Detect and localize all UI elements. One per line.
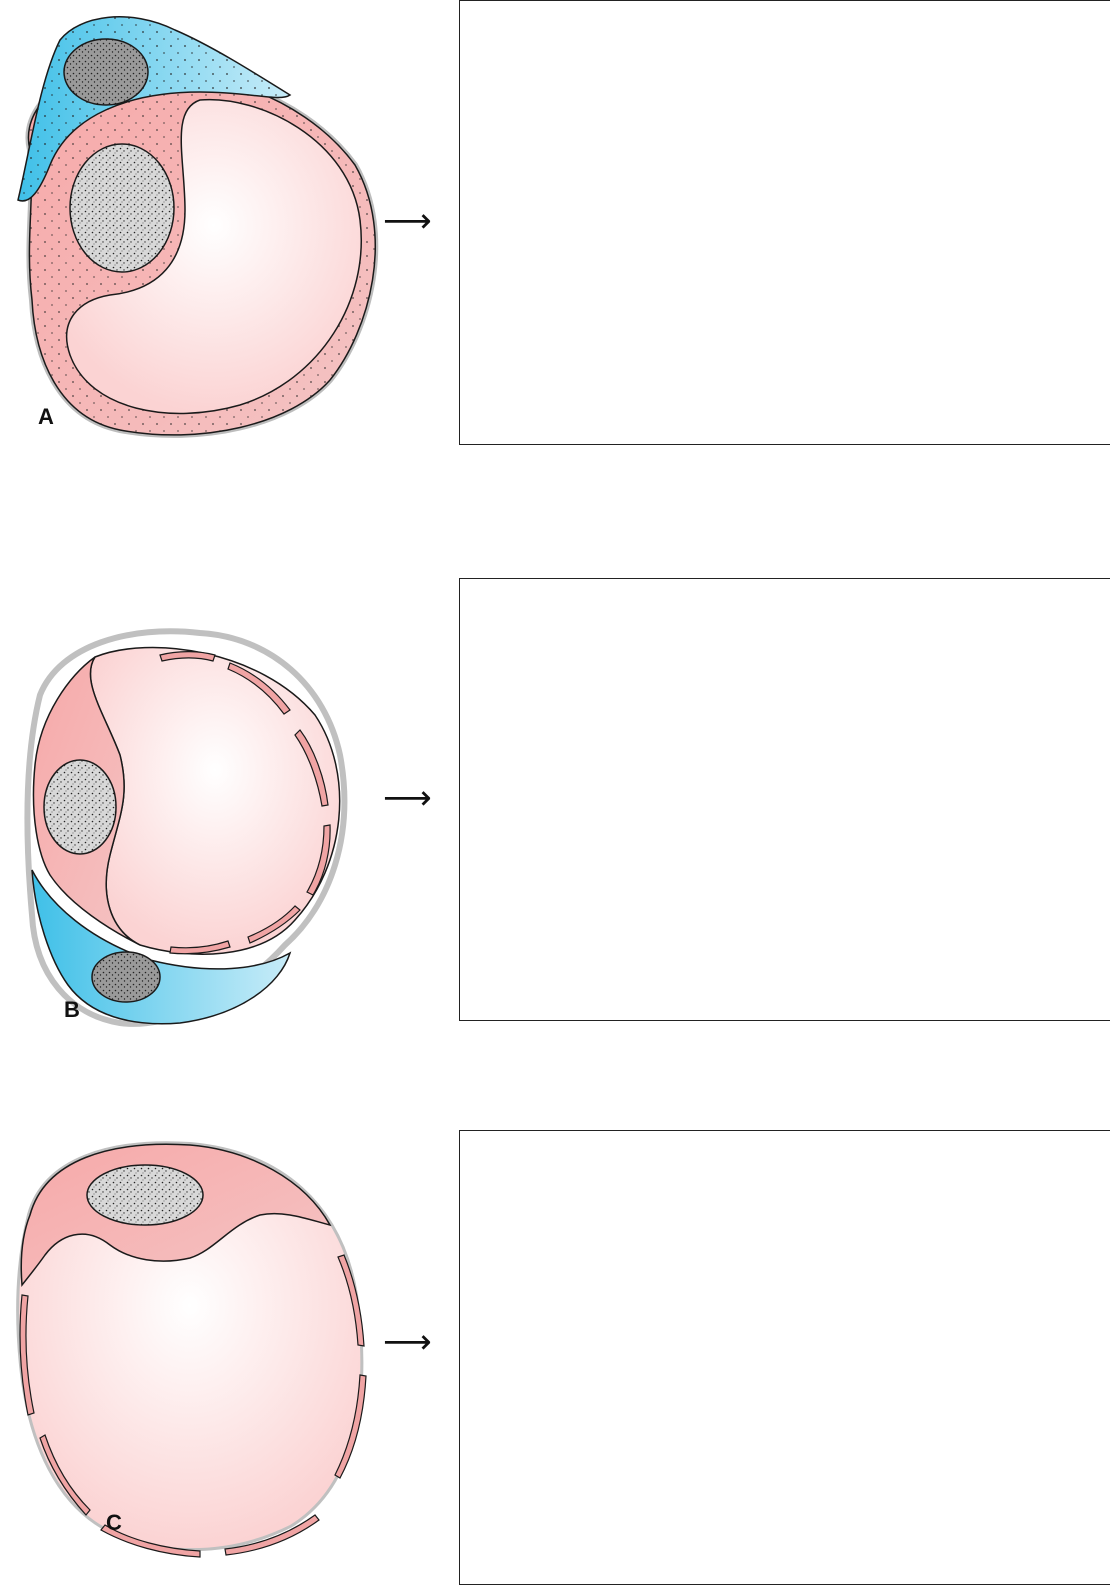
adipocyte-diagram-b [0, 575, 400, 1035]
panel-label-c: C [106, 1510, 122, 1536]
panel-label-a: A [38, 404, 54, 430]
answer-box-b[interactable] [459, 578, 1110, 1021]
adipocyte-diagram-c [0, 1125, 400, 1580]
answer-box-a[interactable] [459, 0, 1110, 445]
panel-label-b: B [64, 997, 80, 1023]
answer-box-c[interactable] [459, 1130, 1110, 1585]
panel-b: B ⟶ [0, 575, 1110, 1035]
adipocyte-diagram-a [0, 0, 400, 460]
arrow-icon: ⟶ [383, 781, 432, 815]
arrow-icon: ⟶ [383, 204, 432, 238]
panel-a: A ⟶ [0, 0, 1110, 460]
arrow-icon: ⟶ [383, 1325, 432, 1359]
panel-c: C ⟶ [0, 1125, 1110, 1580]
